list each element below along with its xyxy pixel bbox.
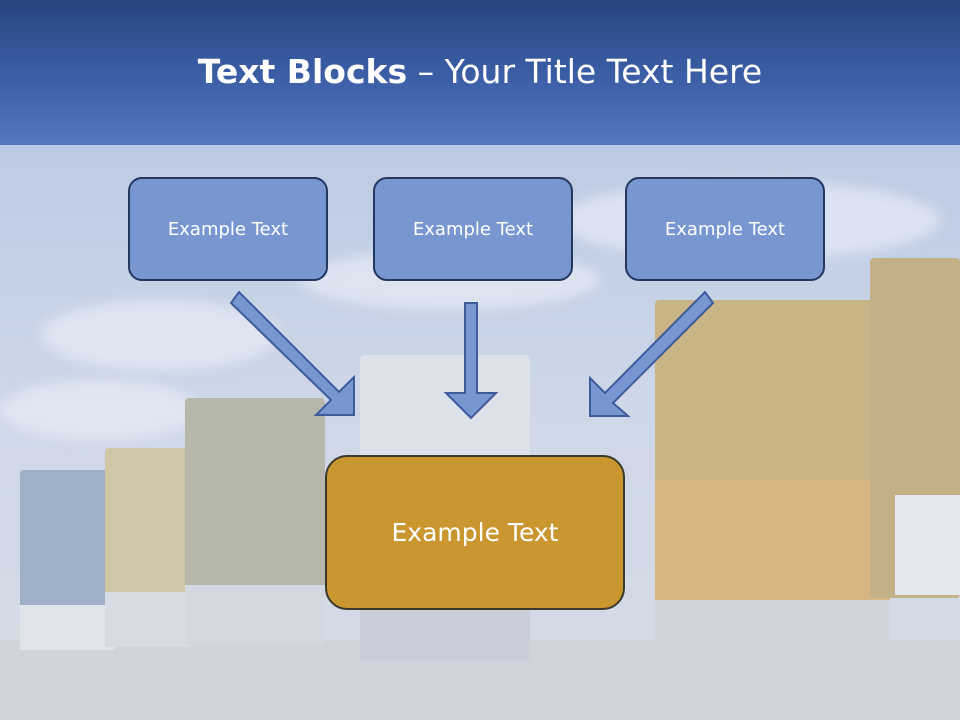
title-bar: Text Blocks – Your Title Text Here bbox=[0, 0, 960, 145]
text-block-1-label: Example Text bbox=[167, 218, 289, 240]
title-separator: – bbox=[407, 52, 445, 91]
slide-title: Text Blocks – Your Title Text Here bbox=[0, 52, 960, 91]
text-block-3[interactable]: Example Text bbox=[625, 177, 825, 281]
text-block-2[interactable]: Example Text bbox=[373, 177, 573, 281]
text-block-3-label: Example Text bbox=[664, 218, 786, 240]
arrow-left bbox=[229, 290, 355, 416]
main-text-block[interactable]: Example Text bbox=[325, 455, 625, 610]
cloud bbox=[0, 380, 200, 440]
text-block-1[interactable]: Example Text bbox=[128, 177, 328, 281]
title-bold: Text Blocks bbox=[197, 52, 408, 91]
arrow-center bbox=[443, 302, 499, 420]
text-block-2-label: Example Text bbox=[412, 218, 534, 240]
main-text-block-label: Example Text bbox=[391, 518, 559, 547]
arrow-right bbox=[589, 290, 715, 417]
title-text: Your Title Text Here bbox=[444, 52, 763, 91]
